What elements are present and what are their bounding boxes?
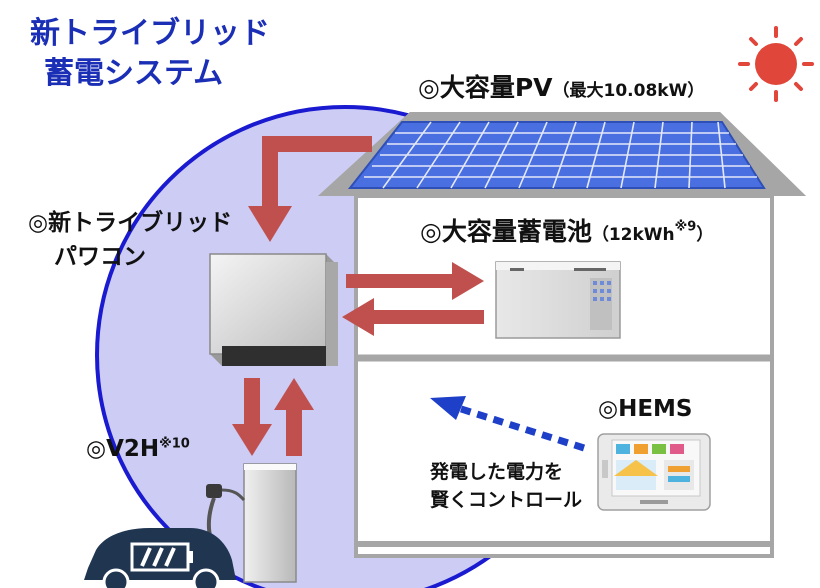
battery-label-close: ） bbox=[696, 225, 714, 245]
pcs-label-line-1: ◎新トライブリッド bbox=[28, 210, 233, 236]
battery-label-note: ※9 bbox=[674, 219, 697, 235]
battery-label-sub: （12kWh bbox=[591, 225, 675, 245]
hems-label: ◎HEMS bbox=[598, 396, 692, 422]
arrow-hems-control bbox=[430, 396, 586, 452]
arrow-pcs-to-battery bbox=[346, 262, 484, 300]
title-line-2: 蓄電システム bbox=[44, 56, 224, 91]
v2h-label-main: ◎V2H bbox=[86, 436, 160, 462]
pv-label: ◎大容量PV（最大10.08kW） bbox=[418, 68, 704, 104]
pcs-label: ◎新トライブリッド パワコン bbox=[28, 206, 232, 274]
v2h-label-note: ※10 bbox=[159, 436, 190, 452]
hems-monitor-icon bbox=[597, 433, 711, 511]
pcs-label-line-2: パワコン bbox=[54, 244, 146, 270]
title-line-1: 新トライブリッド bbox=[30, 16, 270, 51]
solar-panel-icon bbox=[347, 121, 766, 189]
arrow-pcs-to-v2h bbox=[232, 378, 272, 456]
battery-label-main: ◎大容量蓄電池 bbox=[420, 217, 592, 246]
pv-label-sub: （最大10.08kW） bbox=[552, 81, 705, 101]
arrow-v2h-to-pcs bbox=[274, 378, 314, 456]
hems-label-main: ◎HEMS bbox=[598, 396, 693, 422]
arrow-pv-to-pcs bbox=[248, 136, 372, 242]
pv-label-main: ◎大容量PV bbox=[418, 73, 553, 102]
diagram-title: 新トライブリッド 蓄電システム bbox=[30, 14, 270, 94]
power-conditioner-icon bbox=[209, 253, 338, 366]
v2h-charger-icon bbox=[206, 463, 297, 583]
battery-unit-icon bbox=[495, 261, 621, 339]
arrow-battery-to-pcs bbox=[342, 298, 484, 336]
v2h-label: ◎V2H※10 bbox=[86, 436, 190, 462]
sun-icon bbox=[738, 26, 814, 102]
car-icon bbox=[84, 528, 236, 588]
control-note: 発電した電力を 賢くコントロール bbox=[430, 458, 582, 514]
battery-label: ◎大容量蓄電池（12kWh※9） bbox=[420, 212, 713, 248]
control-note-line-1: 発電した電力を bbox=[430, 461, 564, 483]
control-note-line-2: 賢くコントロール bbox=[430, 489, 583, 511]
